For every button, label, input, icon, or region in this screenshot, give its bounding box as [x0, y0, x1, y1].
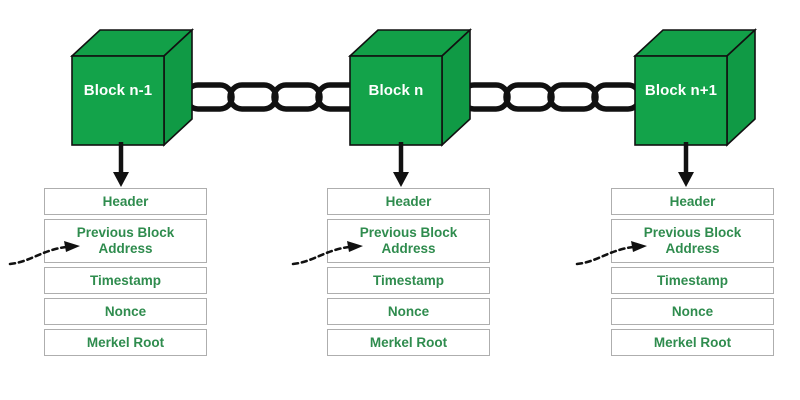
- chain-connector-2: [459, 80, 646, 114]
- prev-block-line2: Address: [381, 241, 436, 256]
- field-header[interactable]: Header: [44, 188, 207, 215]
- field-timestamp[interactable]: Timestamp: [611, 267, 774, 294]
- field-previous-block-address[interactable]: Previous Block Address: [611, 219, 774, 263]
- prev-block-line2: Address: [98, 241, 153, 256]
- block-cube-n[interactable]: Block n: [347, 28, 473, 147]
- field-nonce[interactable]: Nonce: [44, 298, 207, 325]
- prev-block-line1: Previous Block: [359, 225, 458, 241]
- field-previous-block-address[interactable]: Previous Block Address: [44, 219, 207, 263]
- field-header[interactable]: Header: [327, 188, 490, 215]
- field-timestamp[interactable]: Timestamp: [327, 267, 490, 294]
- prev-block-line2: Address: [665, 241, 720, 256]
- block-cube-n-minus-1[interactable]: Block n-1: [69, 28, 195, 147]
- block-fields-n: Header Previous Block Address Timestamp …: [327, 188, 490, 360]
- block-cube-n-plus-1[interactable]: Block n+1: [632, 28, 758, 147]
- down-arrow-1: [111, 142, 131, 188]
- field-label-multiline: Previous Block Address: [77, 225, 175, 257]
- block-fields-n-plus-1: Header Previous Block Address Timestamp …: [611, 188, 774, 360]
- block-fields-n-minus-1: Header Previous Block Address Timestamp …: [44, 188, 207, 360]
- prev-block-line1: Previous Block: [643, 225, 742, 241]
- field-merkel-root[interactable]: Merkel Root: [327, 329, 490, 356]
- field-nonce[interactable]: Nonce: [611, 298, 774, 325]
- down-arrow-2: [391, 142, 411, 188]
- prev-block-line1: Previous Block: [76, 225, 175, 241]
- field-label-multiline: Previous Block Address: [644, 225, 742, 257]
- field-nonce[interactable]: Nonce: [327, 298, 490, 325]
- field-previous-block-address[interactable]: Previous Block Address: [327, 219, 490, 263]
- down-arrow-3: [676, 142, 696, 188]
- field-merkel-root[interactable]: Merkel Root: [44, 329, 207, 356]
- chain-connector-1: [183, 80, 368, 114]
- field-timestamp[interactable]: Timestamp: [44, 267, 207, 294]
- field-header[interactable]: Header: [611, 188, 774, 215]
- field-label-multiline: Previous Block Address: [360, 225, 458, 257]
- field-merkel-root[interactable]: Merkel Root: [611, 329, 774, 356]
